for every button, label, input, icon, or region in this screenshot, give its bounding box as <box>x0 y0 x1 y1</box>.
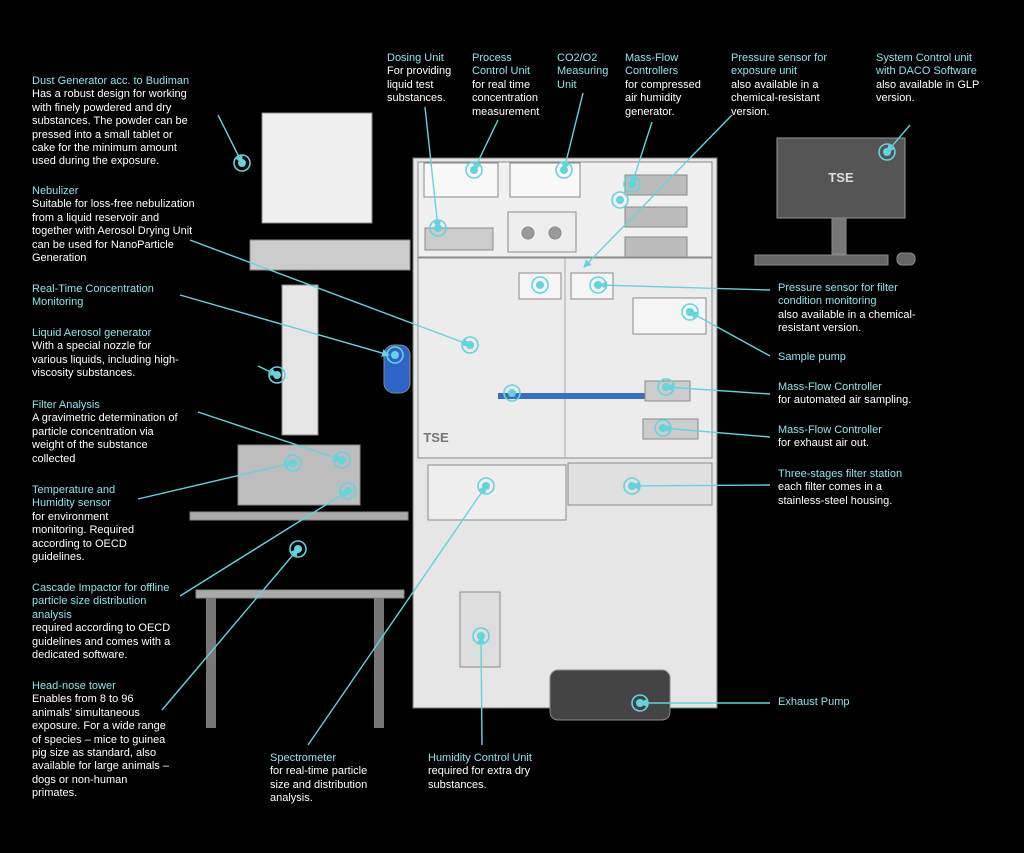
callout-line-co2 <box>561 92 584 171</box>
mfc-block-2 <box>624 206 688 228</box>
mfc-block-3 <box>624 236 688 258</box>
keyboard <box>754 254 889 266</box>
dosing-box <box>424 227 494 251</box>
callout-point <box>531 276 549 294</box>
exhaust-pump-body <box>549 669 671 721</box>
label-realtime: Real-Time Concentration Monitoring <box>32 283 154 309</box>
callout-point <box>878 143 896 161</box>
callout-point <box>477 477 495 495</box>
mouse <box>896 252 916 266</box>
callout-point <box>472 627 490 645</box>
sample-pump-box <box>632 297 707 335</box>
callout-point <box>333 451 351 469</box>
sampling-line <box>498 393 688 399</box>
callout-line-filter <box>197 411 343 462</box>
callout-points <box>233 143 896 712</box>
callout-point <box>284 454 302 472</box>
humidity-cu-box <box>459 591 501 668</box>
dust-generator-platform <box>249 239 411 271</box>
tower-column <box>281 284 319 436</box>
callout-line-system <box>886 124 911 153</box>
callout-line-mfc-exhaust <box>662 424 771 438</box>
label-pressure-filter: Pressure sensor for filter condition mon… <box>778 282 916 335</box>
label-cascade-impactor: Cascade Impactor for offline particle si… <box>32 582 171 662</box>
label-exhaust-pump: Exhaust Pump <box>778 696 850 708</box>
callout-point <box>339 482 357 500</box>
callout-point <box>233 154 251 172</box>
callout-line-dust <box>217 114 243 164</box>
callout-line-mfc-sampling <box>665 383 771 395</box>
process-control-box <box>423 162 499 198</box>
callout-point <box>623 175 641 193</box>
callout-line-three-stage <box>631 481 771 490</box>
callout-point <box>623 477 641 495</box>
callout-line-temp <box>137 460 293 500</box>
callout-line-headnose <box>161 548 299 711</box>
label-sample-pump: Sample pump <box>778 351 846 363</box>
callout-point <box>657 378 675 396</box>
callout-line-process <box>473 119 499 171</box>
lower-table <box>195 589 405 599</box>
callout-line-nebulizer <box>189 239 471 347</box>
callout-point <box>555 161 573 179</box>
callout-point <box>654 419 672 437</box>
control-panel-box <box>507 211 577 253</box>
callout-line-dosing <box>424 106 442 229</box>
spectrometer-box <box>427 464 567 521</box>
callout-line-sample-pump <box>689 311 771 357</box>
callout-line-realtime <box>179 294 390 357</box>
callout-point <box>429 219 447 237</box>
monitor-logo: TSE <box>828 170 854 185</box>
rack-logo: TSE <box>423 430 449 445</box>
callout-point <box>611 191 629 209</box>
callout-point <box>289 540 307 558</box>
callout-line-humidity-cu <box>477 635 486 746</box>
label-co2-o2: CO2/O2 Measuring Unit <box>557 52 609 91</box>
callout-point <box>268 366 286 384</box>
mfc-block-1 <box>624 174 688 196</box>
callout-line-cascade <box>179 490 349 597</box>
callout-line-massflow <box>630 121 653 185</box>
callout-point <box>386 346 404 364</box>
callout-point <box>631 694 649 712</box>
tower-table <box>189 511 409 521</box>
callout-lines <box>137 92 911 746</box>
callout-line-pressure-exp <box>583 114 733 268</box>
dust-generator <box>261 112 373 224</box>
callout-point <box>465 161 483 179</box>
co2-box <box>509 162 581 198</box>
monitor-stand <box>831 217 847 255</box>
callout-line-pressure-filter <box>599 281 771 291</box>
filter-station-shelf <box>567 462 713 506</box>
callout-point <box>461 336 479 354</box>
equipment-illustration <box>189 112 916 728</box>
callout-point <box>503 384 521 402</box>
callout-line-spectrometer <box>307 485 487 746</box>
callout-point <box>681 303 699 321</box>
callout-point <box>589 276 607 294</box>
